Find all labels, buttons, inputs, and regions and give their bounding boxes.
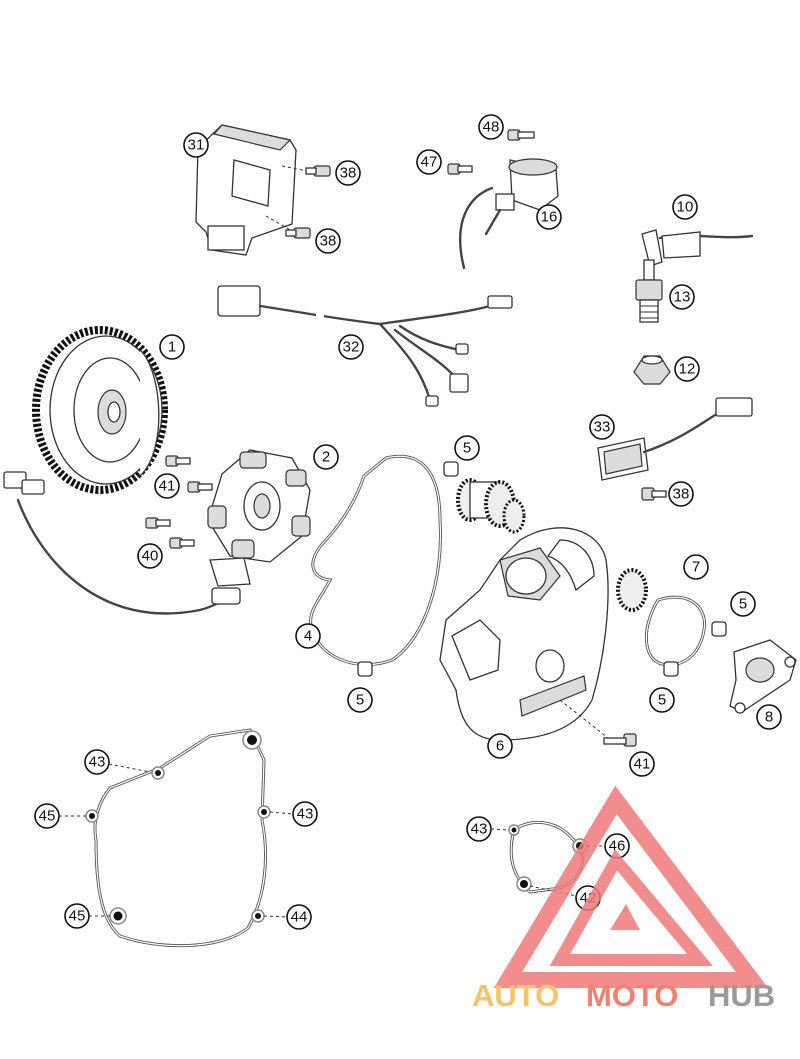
callout-41a: 41 [154,473,180,499]
callout-45a-text: 45 [39,808,56,825]
callout-6-text: 6 [496,738,504,755]
callout-5a-text: 5 [463,440,471,457]
dowel-pin-5-upper [443,461,459,477]
callout-47: 47 [416,149,442,175]
callout-1: 1 [159,334,185,360]
callout-2: 2 [313,444,339,470]
callout-38b-text: 38 [320,233,337,250]
callout-2-text: 2 [322,449,330,466]
callout-4: 4 [295,623,321,649]
callout-46: 46 [604,833,630,859]
bolt-41-cover [603,733,637,747]
callout-45b: 45 [64,903,90,929]
part-2-stator [207,449,311,587]
part-6-ignition-cover [439,527,609,741]
callout-33-text: 33 [594,419,611,436]
starter-idler-gear [456,478,526,534]
callout-44-text: 44 [291,909,308,926]
callout-5c: 5 [730,591,756,617]
callout-8-text: 8 [765,709,773,726]
bolt-38-lower [285,227,311,239]
callout-12-text: 12 [679,361,696,378]
callout-48-text: 48 [483,119,500,136]
callout-5b: 5 [347,687,373,713]
callout-16-text: 16 [541,209,558,226]
bolt-38-regulator [641,487,667,501]
callout-13-text: 13 [674,289,691,306]
callout-43c-text: 43 [471,821,488,838]
watermark-text-auto: AUTO [472,978,559,1013]
callout-16: 16 [536,204,562,230]
callout-38c-text: 38 [673,486,690,503]
callout-7: 7 [683,554,709,580]
callout-31-text: 31 [188,137,205,154]
callout-1-text: 1 [168,339,176,356]
callout-13: 13 [669,284,695,310]
callout-31: 31 [183,132,209,158]
callout-46-text: 46 [609,838,626,855]
callout-45a: 45 [34,803,60,829]
stator-cable [3,471,241,615]
callout-12: 12 [674,356,700,382]
callout-44: 44 [286,904,312,930]
callout-32: 32 [338,334,364,360]
callout-38a: 38 [335,160,361,186]
callout-41b: 41 [629,751,655,777]
callout-38c: 38 [668,481,694,507]
callout-38a-text: 38 [340,165,357,182]
watermark-text-moto: MOTO [586,978,678,1013]
part-33-voltage-regulator [597,397,753,481]
callout-33: 33 [589,414,615,440]
bolt-48 [507,129,535,141]
callout-8: 8 [756,704,782,730]
callout-4-text: 4 [304,628,312,645]
dowel-pin-5-lower [357,661,373,677]
part-16-ignition-coil [459,158,559,270]
callout-48: 48 [478,114,504,140]
bolt-38-upper [305,165,331,177]
callout-43b: 43 [292,801,318,827]
part-12-spark-plug-seal [633,355,671,385]
dowel-pin-5-right-upper [711,621,727,637]
callout-5d: 5 [649,687,675,713]
callout-43b-text: 43 [297,806,314,823]
callout-43a: 43 [84,749,110,775]
callout-10-text: 10 [677,199,694,216]
callout-10: 10 [672,194,698,220]
part-32-wiring-harness [217,285,513,407]
watermark-triangle-logo [493,785,769,988]
callout-40-text: 40 [142,548,159,565]
part-4-ignition-cover-gasket [309,454,443,667]
callout-45b-text: 45 [69,908,86,925]
part-7-gasket [644,595,707,667]
callout-32-text: 32 [343,339,360,356]
callout-5a: 5 [454,435,480,461]
bolt-41-stator [165,455,213,493]
part-31-ignition-control-unit [195,124,313,256]
callout-6: 6 [487,733,513,759]
part-10-spark-plug-cap [641,229,754,267]
part-13-spark-plug [635,259,663,323]
callout-7-text: 7 [692,559,700,576]
callout-5c-text: 5 [739,596,747,613]
callout-38b: 38 [315,228,341,254]
callout-47-text: 47 [421,154,438,171]
callout-5b-text: 5 [356,692,364,709]
callout-43c: 43 [466,816,492,842]
large-cover-gasket [85,728,271,948]
callout-43a-text: 43 [89,754,106,771]
callout-5d-text: 5 [658,692,666,709]
callout-40: 40 [137,543,163,569]
part-8-cover [729,639,797,714]
callout-41b-text: 41 [634,756,651,773]
part-1-flywheel-rotor [32,326,168,494]
bolt-47 [447,163,473,175]
bolt-40 [145,517,195,549]
dowel-pin-5-right-lower [663,661,679,677]
callout-41a-text: 41 [159,478,176,495]
small-gear [616,568,648,612]
watermark-text-hub: HUB [708,978,775,1013]
